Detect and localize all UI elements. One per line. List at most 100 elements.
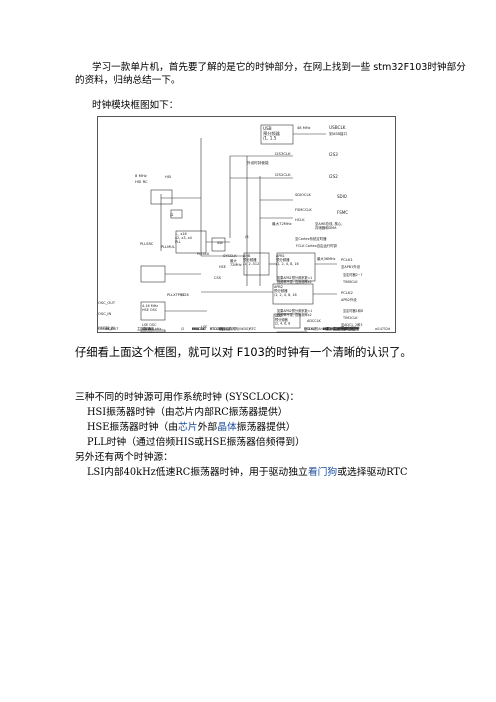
diagram-label-osc-in: OSC_IN [98,312,111,316]
diagram-label-max72: 最大72MHz [272,221,292,226]
diagram-label-timxclk: TIMXCLK [342,280,358,284]
intro-line-1: 学习一款单片机，首先要了解的是它的时钟部分，在网上找到一些 stm32F103时… [92,62,466,73]
diagram-label-pclk1-dest: 至APB1外设 [341,264,361,269]
diagram-label-osc32-out: OSC32_OUT [98,327,119,331]
diagram-label-mco-out: 主时钟输出 [137,326,155,331]
diagram-label-mco-sel-hsi: HSI [192,327,198,331]
diagram-label-pclk2: PCLK2 [341,290,354,295]
diagram-label-mco: MCO [105,327,114,331]
intro-line-2: 的资料，归纳总结一下。 [75,75,181,86]
after-figure-text: 仔细看上面这个框图，就可以对 F103的时钟有一个清晰的认识了。 [75,346,412,359]
diagram-label-pllclk: PLLCLK [197,252,210,256]
diagram-label-div128: /128 [181,293,189,297]
diagram-label-sw: SW [217,241,223,245]
source-hse-text-c: 外部 [197,422,218,433]
watchdog-link[interactable]: 看门狗 [307,467,338,478]
diagram-label-adcclk: ADCCLK [307,319,322,323]
diagram-label-hse-lbl: HSE [219,265,226,269]
source-lsi: LSI内部40kHz低速RC振荡器时钟，用于驱动独立看门狗或选择驱动RTC [87,466,407,480]
diagram-label-css: CSS [214,276,222,280]
diagram-label-mco-sel-pll: PLLCLK [192,327,205,331]
source-hse: HSE振荡器时钟（由芯片外部晶体振荡器提供） [87,421,296,435]
diagram-label-tim1-dest: 至定时器1和8 [343,308,363,313]
diagram-label-osc32-in: OSC32_IN [98,326,115,330]
diagram-label-sdioclk: SDIOCLK [295,193,311,197]
diagram-label-usbclk: USBCLK [329,125,346,130]
source-lsi-text-c: 或选择驱动RTC [337,467,408,478]
diagram-label-pllxtpre: PLLXTPRE [167,293,185,297]
diagram-label-hsi: HSI [165,175,171,179]
diagram-label-pclk1: PCLK1 [341,257,354,262]
diagram-label-hsi-rc: HSI RC [135,179,148,184]
diagram-label-tim1clk: TIM1CLK [342,316,358,320]
diagram-label-legend-title: 图例: [327,326,335,331]
diagram-label-legend-hse: HSE = 高速外部时钟信号 [323,326,360,331]
diagram-label-periph-clk-en: 外设时钟使能 [247,160,269,165]
diagram-label-i2s3clk: I2S3CLK [275,151,291,156]
diagram-label-fclk: FCLK Cortex自由运行时钟 [296,243,338,248]
diagram-label-pclk2-dest: APB2外设 [341,297,357,302]
diagram-label-legend-lse: LSE = 低速外部时钟信号 [323,326,359,331]
two-more-sources: 另外还有两个时钟源： [75,452,173,463]
diagram-label-iwdg-dest: 至独立看门狗(IWDG) [219,326,250,331]
crystal-link[interactable]: 晶体 [217,422,237,433]
source-lsi-text-a: LSI内部40kHz低速RC振荡器时钟，用于驱动独立 [87,467,308,478]
diagram-label-iwdgclk: IWDGCLK [219,327,236,331]
diagram-label-legend-hsi: HSI = 高速内部时钟信号 [323,326,359,331]
source-hse-text-a: HSE振荡器时钟（由 [87,422,178,433]
diagram-label-fig-id: ai14752d [375,327,390,331]
diagram-label-usb-dest: 到USB接口 [329,131,348,136]
diagram-label-hclk-dest: 至AHB总线, 核心,存储器和DMA [315,221,342,230]
diagram-label-pllclk-div2: /2 [181,327,184,331]
diagram-label-legend-lsi: LSI = 低速内部时钟信号 [323,326,358,331]
diagram-label-div2: /2 [170,213,174,217]
diagram-label-tim-dest: 至定时器2~7 [343,272,362,277]
diagram-label-i2s2: I2S2 [329,174,338,179]
source-hsi: HSI振荡器时钟（由芯片内部RC振荡器提供） [87,407,288,418]
diagram-label-cortex-clk: 至Cortex系统定时器 [295,236,327,241]
diagram-label-sdio-ahb: 至SDIO的AHB接口 [304,326,331,331]
diagram-label-sdio: SDIO [337,194,347,199]
diagram-label-pllmul: PLLMUL [161,245,175,249]
diagram-label-mco-sel-sys: SYSCLK [192,327,206,331]
diagram-label-mco-sel-hse: HSE [192,327,199,331]
diagram-label-hclk: HCLK [295,218,305,222]
diagram-label-rtcsel: RTCSEL[1:0] [210,327,229,331]
diagram-label-i2s2clk: I2S2CLK [275,172,291,177]
diagram-label-max36: 最大36MHz [317,256,336,261]
figure-heading: 时钟模块框图如下： [92,100,179,111]
source-hse-text-e: 振荡器提供） [236,422,296,433]
diagram-label-hclk2: HCLK/2 [304,327,316,331]
diagram-label-osc-out: OSC_OUT [98,301,116,305]
diagram-label-rtcclk: RTCCLK [210,327,224,331]
diagram-label-div8: /8 [245,235,249,239]
source-pll: PLL时钟（通过倍频HIS或HSE振荡器倍频得到） [87,437,305,448]
diagram-label-adc-dest: 至ADC1, 2和3 [341,322,362,327]
diagram-label-hsi-rc-freq: 8 MHz [135,173,147,178]
diagram-label-pllsrc: PLLSRC [140,242,154,246]
diagram-label-lsi: LSI [201,327,206,331]
diagram-label-rtc: RTC [249,326,256,331]
diagram-label-i2s3: I2S3 [329,152,338,157]
sources-heading: 三种不同的时钟源可用作系统时钟 (SYSCLOCK)： [75,392,300,403]
diagram-label-lse: LSE [201,325,207,329]
diagram-label-adc-max: 最大14MHz [341,325,360,330]
diagram-label-usb-freq: 48 MHz [297,126,311,130]
diagram-label-fsmc: FSMC [337,210,348,215]
chip-link[interactable]: 芯片 [178,422,198,433]
diagram-label-fsmcclk: FSMCCLK [295,208,312,212]
diagram-label-sysclk: SYSCLK [223,254,237,258]
